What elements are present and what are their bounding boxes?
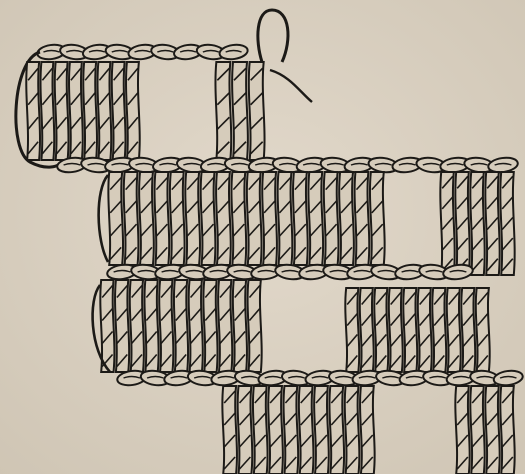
stitch-strand bbox=[262, 172, 277, 265]
stitch-strand bbox=[485, 386, 499, 474]
stitch-strand bbox=[308, 172, 323, 265]
stitch-strand bbox=[26, 62, 40, 160]
stitch-strand bbox=[389, 288, 403, 372]
stitch-strand bbox=[403, 288, 417, 372]
stitch-strand bbox=[174, 280, 188, 372]
stitch-strand bbox=[83, 62, 97, 160]
stitch-strand bbox=[216, 172, 231, 265]
stitch-strand bbox=[470, 386, 484, 474]
stitch-strand bbox=[98, 62, 112, 160]
stitch-strand bbox=[55, 62, 69, 160]
stitch-strand bbox=[232, 62, 248, 160]
stitch-strand bbox=[455, 386, 469, 474]
stitch-strand bbox=[231, 172, 246, 265]
stitch-strand bbox=[339, 172, 354, 265]
stitch-strand bbox=[126, 62, 140, 160]
stitch-strand bbox=[324, 172, 339, 265]
stitch-strand bbox=[189, 280, 203, 372]
bottom-chain-row bbox=[116, 369, 523, 387]
stitch-strand bbox=[329, 386, 344, 474]
stitch-strand bbox=[418, 288, 432, 372]
stitch-strand bbox=[345, 288, 359, 372]
top-right-stitch-post bbox=[215, 62, 264, 160]
stitch-strand bbox=[355, 172, 370, 265]
stitch-strand bbox=[170, 172, 185, 265]
stitch-strand bbox=[284, 386, 299, 474]
stitch-strand bbox=[108, 172, 123, 265]
stitch-strand bbox=[360, 386, 375, 474]
stitch-strand bbox=[476, 288, 490, 372]
stitch-strand bbox=[139, 172, 154, 265]
stitch-strand bbox=[100, 280, 114, 372]
stitch-strand bbox=[203, 280, 217, 372]
stitch-strand bbox=[159, 280, 173, 372]
stitch-strand bbox=[201, 172, 216, 265]
stitch-strand bbox=[238, 386, 253, 474]
stitch-strand bbox=[185, 172, 200, 265]
stitch-strand bbox=[299, 386, 314, 474]
stitch-strand bbox=[155, 172, 170, 265]
stitch-strand bbox=[345, 386, 360, 474]
stitch-strand bbox=[278, 172, 293, 265]
stitch-strand bbox=[461, 288, 475, 372]
stitch-strand bbox=[215, 62, 231, 160]
row2-right-stitch-block bbox=[440, 172, 514, 275]
stitch-strand bbox=[432, 288, 446, 372]
stitch-strand bbox=[222, 386, 237, 474]
stitch-strand bbox=[374, 288, 388, 372]
top-chain-row bbox=[36, 43, 248, 61]
stitch-strand bbox=[112, 62, 126, 160]
stitch-strand bbox=[293, 172, 308, 265]
stitch-strand bbox=[360, 288, 374, 372]
stitch-strand bbox=[130, 280, 144, 372]
stitch-strand bbox=[124, 172, 139, 265]
stitch-strand bbox=[370, 172, 385, 265]
stitch-strand bbox=[41, 62, 55, 160]
stitch-strand bbox=[218, 280, 232, 372]
stitch-strand bbox=[248, 280, 262, 372]
stitch-strand bbox=[69, 62, 83, 160]
stitch-strand bbox=[314, 386, 329, 474]
stitch-strand bbox=[144, 280, 158, 372]
stitch-strand bbox=[247, 172, 262, 265]
stitch-strand bbox=[253, 386, 268, 474]
stitch-strand bbox=[447, 288, 461, 372]
stitch-strand bbox=[249, 62, 265, 160]
stitch-strand bbox=[500, 386, 514, 474]
stitch-strand bbox=[268, 386, 283, 474]
stitch-strand bbox=[115, 280, 129, 372]
stitch-strand bbox=[233, 280, 247, 372]
row3-left-stitch-block bbox=[100, 280, 261, 372]
